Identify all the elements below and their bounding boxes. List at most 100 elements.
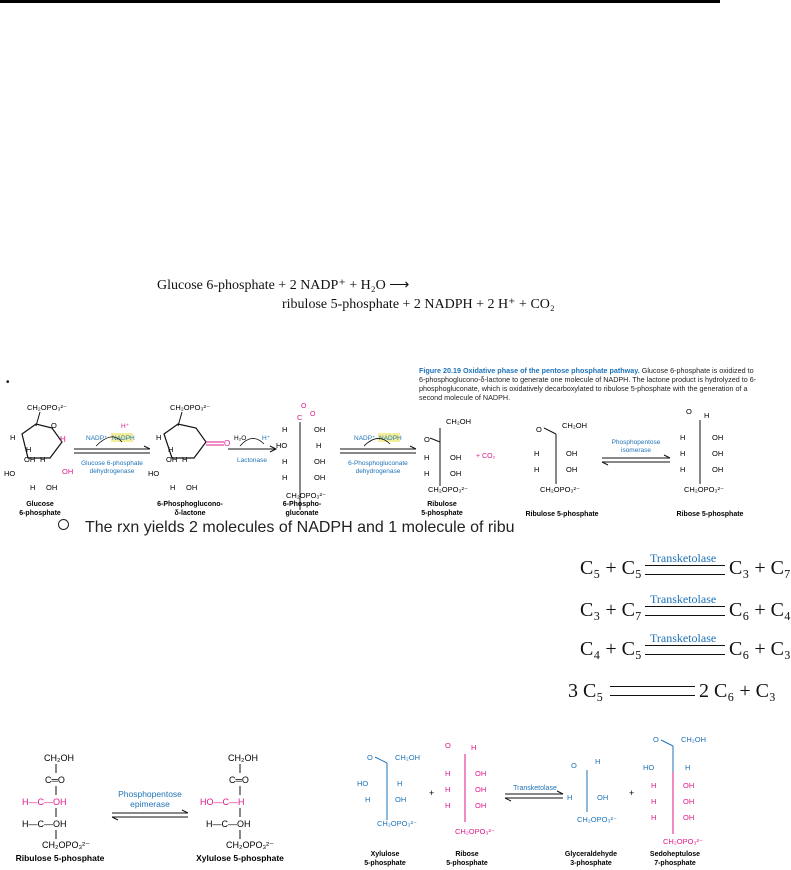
- ch2opo3-text: CH₂OPO₃²⁻: [377, 819, 417, 828]
- h-text: H: [567, 793, 572, 802]
- label-ribulose-5-phosphate: Ribulose 5-phosphate: [16, 853, 105, 863]
- h-text: H: [26, 445, 31, 454]
- reaction1-right: C₃ + C₇: [729, 557, 791, 579]
- oh-text: OH: [475, 769, 486, 778]
- o-text: O: [367, 753, 373, 762]
- label-ribulose-5-phosphate: Ribulose 5-phosphate: [525, 511, 598, 518]
- enzyme-isomerase-line2: isomerase: [621, 447, 651, 454]
- oh-text: OH: [597, 793, 608, 802]
- oh-text: OH: [475, 785, 486, 794]
- reaction1-arrow: [645, 565, 725, 575]
- oh-text: OH: [566, 449, 577, 458]
- c-pink: C: [297, 413, 303, 422]
- reaction3-enzyme: Transketolase: [650, 631, 717, 645]
- arrow-6pgd: NADP⁺ NADPH 6-Phosphogluconate dehydroge…: [340, 433, 417, 475]
- h-text: H: [680, 465, 685, 474]
- reaction2-enzyme: Transketolase: [650, 592, 717, 606]
- ho-text: HO: [4, 469, 15, 478]
- h-text: H: [471, 743, 476, 752]
- ribose-5-phosphate-tk-structure: O H H OH H OH H OH CH₂OPO₃²⁻: [445, 741, 495, 836]
- oh-text: OH: [683, 781, 694, 790]
- ho-text: HO: [357, 779, 368, 788]
- ho-c-h-pink: HO—C—H: [200, 797, 245, 807]
- h-text: H: [685, 763, 690, 772]
- oh-text: OH: [186, 483, 197, 492]
- nadp-text: NADP⁺: [354, 435, 376, 442]
- label-glucose-6-phosphate-2: 6-phosphate: [19, 510, 61, 517]
- o-text: O: [571, 761, 577, 770]
- lactone-structure: CH₂OPO₃²⁻ O H H OH H HO H OH: [148, 403, 230, 492]
- reaction1-enzyme: Transketolase: [650, 551, 717, 565]
- oh-text: OH: [475, 801, 486, 810]
- h-c-oh-text: H—C—OH: [22, 819, 67, 829]
- h-c-oh-pink: H—C—OH: [22, 797, 67, 807]
- h-text: H: [680, 449, 685, 458]
- h-text: H: [651, 781, 656, 790]
- label-lactone-2: δ-lactone: [174, 510, 205, 517]
- reaction1-left: C₅ + C₅: [580, 557, 642, 579]
- ho-text: HO: [643, 763, 654, 772]
- net-reaction-arrow: [610, 686, 695, 696]
- c-o-text: C═O: [229, 775, 249, 785]
- epimerase-figure: CH₂OH C═O H—C—OH H—C—OH CH₂OPO₃²⁻ Ribulo…: [16, 753, 285, 863]
- h-text: H: [168, 445, 173, 454]
- ch2opo3-text: CH₂OPO₃²⁻: [170, 403, 210, 412]
- oh-text: OH: [712, 449, 723, 458]
- o-text: O: [445, 741, 451, 750]
- bullet: •: [6, 377, 10, 388]
- ch2opo3-text: CH₂OPO₃²⁻: [226, 840, 274, 850]
- o-text: O: [686, 407, 692, 416]
- h-text: H: [30, 483, 35, 492]
- o-text: O: [424, 435, 430, 444]
- h-text: H: [424, 469, 429, 478]
- oh-text: OH: [314, 425, 325, 434]
- enzyme-g6pd-line1: Glucose 6-phosphate: [81, 460, 143, 467]
- c-o-text: C═O: [45, 775, 65, 785]
- oh-pink-text: OH: [62, 467, 73, 476]
- label-ribose-1: Ribose: [455, 851, 478, 858]
- oh-text: OH: [712, 433, 723, 442]
- net-reaction-left: 3 C₅: [568, 680, 604, 702]
- h-text: H: [534, 449, 539, 458]
- co2-text: + CO₂: [476, 453, 496, 460]
- h-text: H: [424, 453, 429, 462]
- h-text: H: [445, 769, 450, 778]
- figure-caption: Figure 20.19 Oxidative phase of the pent…: [419, 366, 759, 402]
- arrow-isomerase: Phosphopentose isomerase: [601, 439, 671, 466]
- ho-text: HO: [276, 441, 287, 450]
- reaction3-arrow: [645, 645, 725, 655]
- oh-text: OH: [314, 457, 325, 466]
- enzyme-isomerase-line1: Phosphopentose: [612, 439, 661, 446]
- xylulose-5-phosphate-structure: CH₂OH O HO H H OH CH₂OPO₃²⁻: [357, 753, 420, 828]
- ch2opo3-text: CH₂OPO₃²⁻: [42, 840, 90, 850]
- circle-bullet-icon: [58, 519, 69, 530]
- enzyme-6pgd-line2: dehydrogenase: [356, 468, 401, 475]
- label-ribose-2: 5-phosphate: [446, 860, 488, 867]
- ch2opo3-text: CH₂OPO₃²⁻: [663, 837, 703, 846]
- h-text: H: [282, 473, 287, 482]
- nadph-text: NADPH: [379, 435, 402, 442]
- hplus-text: H⁺: [262, 435, 271, 442]
- ch2opo3-text: CH₂OPO₃²⁻: [286, 491, 326, 500]
- ch2oh-text: CH₂OH: [395, 753, 420, 762]
- reaction2-arrow: [645, 606, 725, 616]
- ribose-5-phosphate-structure: O H H OH H OH H OH CH₂OPO₃²⁻: [680, 407, 724, 494]
- reaction2-right: C₆ + C₄: [729, 599, 791, 621]
- o-text: O: [653, 735, 659, 744]
- ch2opo3-text: CH₂OPO₃²⁻: [428, 485, 468, 494]
- oh-text: OH: [46, 483, 57, 492]
- nadph-text: NADPH: [112, 435, 135, 442]
- label-ribulose-1: Ribulose: [427, 501, 457, 508]
- h-text: H: [316, 441, 321, 450]
- h-text: H: [170, 483, 175, 492]
- overall-equation-line1: Glucose 6-phosphate + 2 NADP⁺ + H₂O ⟶: [157, 278, 410, 293]
- label-gluconate-1: 6-Phospho-: [283, 501, 322, 508]
- label-xylulose-1: Xylulose: [371, 851, 400, 858]
- label-gap-2: 3-phosphate: [570, 860, 612, 867]
- hplus-text: H⁺: [121, 423, 130, 430]
- arrow-lactonase: H₂O H⁺ Lactonase: [228, 435, 278, 464]
- ch2opo3-text: CH₂OPO₃²⁻: [27, 403, 67, 412]
- oh-text: OH: [683, 797, 694, 806]
- h-text: H: [182, 455, 187, 464]
- h-pink-text: H: [60, 435, 66, 444]
